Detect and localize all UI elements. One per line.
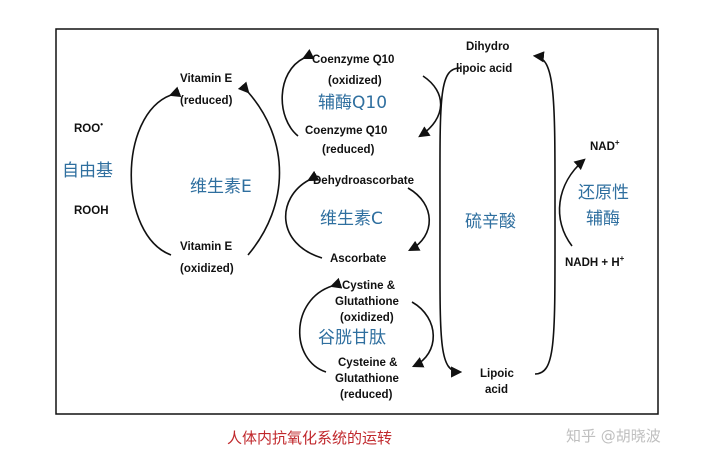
free-radical-label: 自由基 xyxy=(62,161,113,181)
coq10-reduced-state: (reduced) xyxy=(322,144,375,156)
cystine-oxidized-state: (oxidized) xyxy=(340,312,394,324)
dehydroascorbate-label: Dehydroascorbate xyxy=(313,175,414,187)
cysteine-reduced-state: (reduced) xyxy=(340,389,393,401)
glutathione-left-arc xyxy=(298,277,343,373)
coq10-cn-label: 辅酶Q10 xyxy=(318,93,387,113)
cystine-glutathione-label: Glutathione xyxy=(335,296,399,308)
reducing-coenzyme-cn-line2: 辅酶 xyxy=(586,209,620,229)
nad-label: NAD+ xyxy=(590,138,620,153)
coq10-left-arc xyxy=(281,48,315,137)
rooh-label: ROOH xyxy=(74,205,109,217)
dihydrolipoic-acid-label: lipoic acid xyxy=(456,63,512,75)
vitamin-c-right-arc xyxy=(407,187,431,252)
vitamin-e-reduced-state: (reduced) xyxy=(180,95,233,107)
vitamin-e-reduced-label: Vitamin E xyxy=(180,73,233,85)
diagram-frame xyxy=(55,28,659,415)
coq10-right-arc xyxy=(418,75,442,138)
ascorbate-label: Ascorbate xyxy=(330,253,386,265)
cysteine-glutathione-label: Glutathione xyxy=(335,373,399,385)
glutathione-right-arc xyxy=(411,301,435,368)
diagram-caption: 人体内抗氧化系统的运转 xyxy=(227,429,392,447)
vitamin-c-left-arc xyxy=(285,170,323,259)
roo-label: ROO• xyxy=(74,120,103,135)
cysteine-label: Cysteine & xyxy=(338,357,397,369)
nadh-label: NADH + H+ xyxy=(565,254,625,269)
vitamin-c-cn-label: 维生素C xyxy=(320,209,383,229)
glutathione-cn-label: 谷胱甘肽 xyxy=(318,328,386,348)
radical-vitamin-e-arc xyxy=(130,86,182,256)
lipoic-left-arc xyxy=(439,67,463,378)
dihydrolipoic-label: Dihydro xyxy=(466,41,509,53)
cystine-label: Cystine & xyxy=(342,280,395,292)
lipoic-label: Lipoic xyxy=(480,368,514,380)
vitamin-e-oxidized-state: (oxidized) xyxy=(180,263,234,275)
zhihu-watermark: 知乎 @胡晓波 xyxy=(566,427,661,445)
vitamin-e-cn-label: 维生素E xyxy=(190,177,252,197)
lipoic-acid-label: acid xyxy=(485,384,508,396)
lipoic-right-arc xyxy=(532,51,556,375)
vitamin-e-regeneration-arc xyxy=(237,81,281,256)
coq10-oxidized-state: (oxidized) xyxy=(328,75,382,87)
reducing-coenzyme-cn-line1: 还原性 xyxy=(578,183,629,203)
vitamin-e-oxidized-label: Vitamin E xyxy=(180,241,233,253)
nad-arc xyxy=(558,158,586,247)
lipoic-acid-cn-label: 硫辛酸 xyxy=(465,212,516,232)
coq10-oxidized-label: Coenzyme Q10 xyxy=(312,54,394,66)
coq10-reduced-label: Coenzyme Q10 xyxy=(305,125,387,137)
